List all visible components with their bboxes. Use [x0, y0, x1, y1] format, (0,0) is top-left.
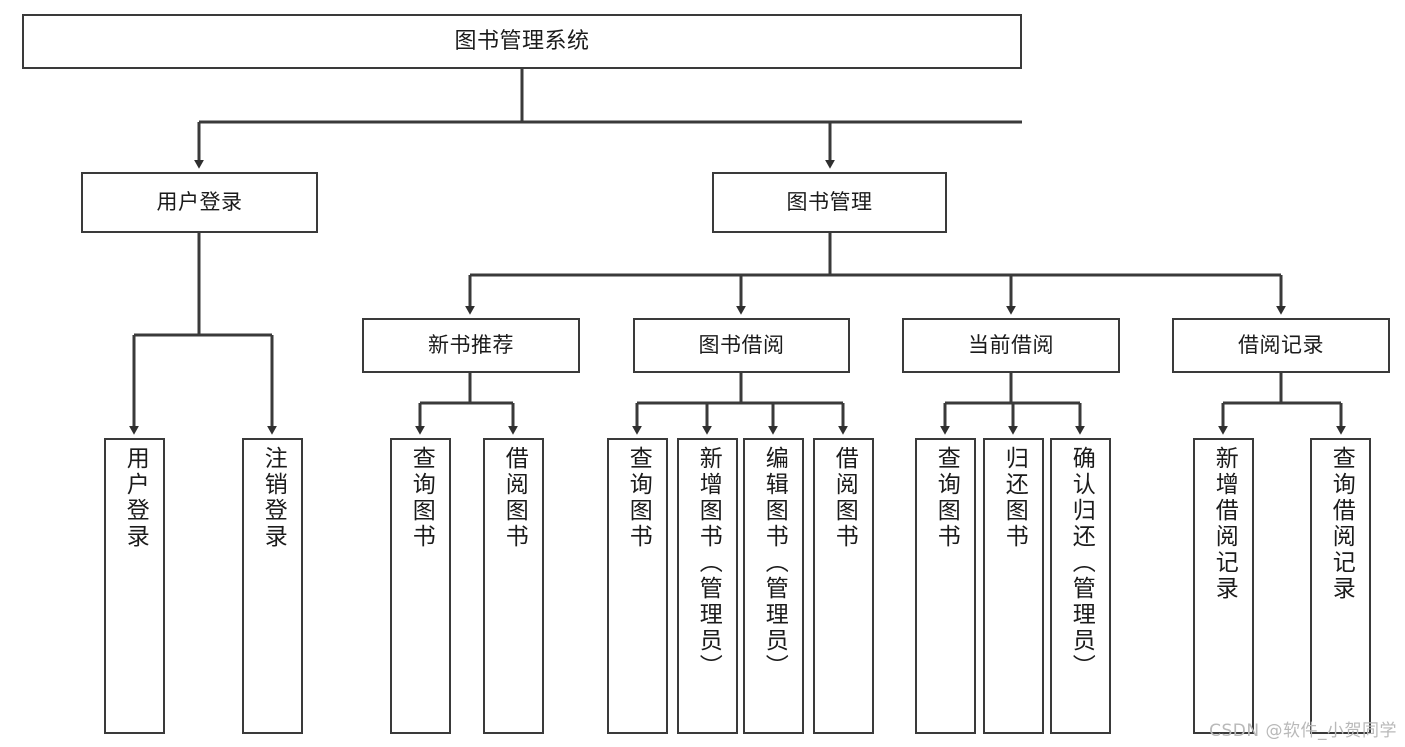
leaf-add-borrow-record-label: 新增借阅记录 — [1211, 446, 1238, 602]
leaf-query-books-borrow-label: 查询图书 — [625, 446, 652, 550]
leaf-add-book-admin-label: 新增图书（管理员） — [695, 446, 722, 680]
node-book-borrow-label: 图书借阅 — [698, 333, 785, 358]
leaf-edit-book-admin-label: 编辑图书（管理员） — [761, 446, 788, 680]
leaf-borrow-books-recommend[interactable]: 借阅图书 — [483, 438, 544, 734]
leaf-borrow-books-recommend-label: 借阅图书 — [501, 446, 528, 550]
leaf-add-book-admin[interactable]: 新增图书（管理员） — [677, 438, 738, 734]
leaf-add-borrow-record[interactable]: 新增借阅记录 — [1193, 438, 1254, 734]
leaf-borrow-books-label: 借阅图书 — [831, 446, 858, 550]
leaf-borrow-books[interactable]: 借阅图书 — [813, 438, 874, 734]
leaf-logout-label: 注销登录 — [260, 446, 287, 550]
node-root[interactable]: 图书管理系统 — [22, 14, 1022, 69]
node-new-book-recommend[interactable]: 新书推荐 — [362, 318, 580, 373]
node-root-label: 图书管理系统 — [454, 28, 590, 54]
leaf-confirm-return-admin-label: 确认归还（管理员） — [1068, 446, 1095, 680]
leaf-query-books-current[interactable]: 查询图书 — [915, 438, 976, 734]
node-user-login[interactable]: 用户登录 — [81, 172, 318, 233]
watermark: CSDN @软件_小贺同学 — [1209, 721, 1397, 741]
leaf-return-books[interactable]: 归还图书 — [983, 438, 1044, 734]
leaf-logout[interactable]: 注销登录 — [242, 438, 303, 734]
leaf-return-books-label: 归还图书 — [1001, 446, 1028, 550]
node-borrow-records-label: 借阅记录 — [1238, 333, 1324, 358]
leaf-query-books-current-label: 查询图书 — [933, 446, 960, 550]
node-new-book-recommend-label: 新书推荐 — [428, 333, 514, 358]
leaf-user-login-label: 用户登录 — [122, 446, 149, 550]
node-book-management[interactable]: 图书管理 — [712, 172, 947, 233]
leaf-confirm-return-admin[interactable]: 确认归还（管理员） — [1050, 438, 1111, 734]
leaf-query-books-recommend[interactable]: 查询图书 — [390, 438, 451, 734]
leaf-query-borrow-record-label: 查询借阅记录 — [1328, 446, 1355, 602]
node-user-login-label: 用户登录 — [156, 190, 243, 215]
leaf-query-borrow-record[interactable]: 查询借阅记录 — [1310, 438, 1371, 734]
node-current-borrow-label: 当前借阅 — [968, 333, 1054, 358]
node-current-borrow[interactable]: 当前借阅 — [902, 318, 1120, 373]
leaf-query-books-borrow[interactable]: 查询图书 — [607, 438, 668, 734]
leaf-user-login[interactable]: 用户登录 — [104, 438, 165, 734]
node-book-management-label: 图书管理 — [786, 190, 873, 215]
leaf-query-books-recommend-label: 查询图书 — [408, 446, 435, 550]
node-book-borrow[interactable]: 图书借阅 — [633, 318, 850, 373]
node-borrow-records[interactable]: 借阅记录 — [1172, 318, 1390, 373]
leaf-edit-book-admin[interactable]: 编辑图书（管理员） — [743, 438, 804, 734]
